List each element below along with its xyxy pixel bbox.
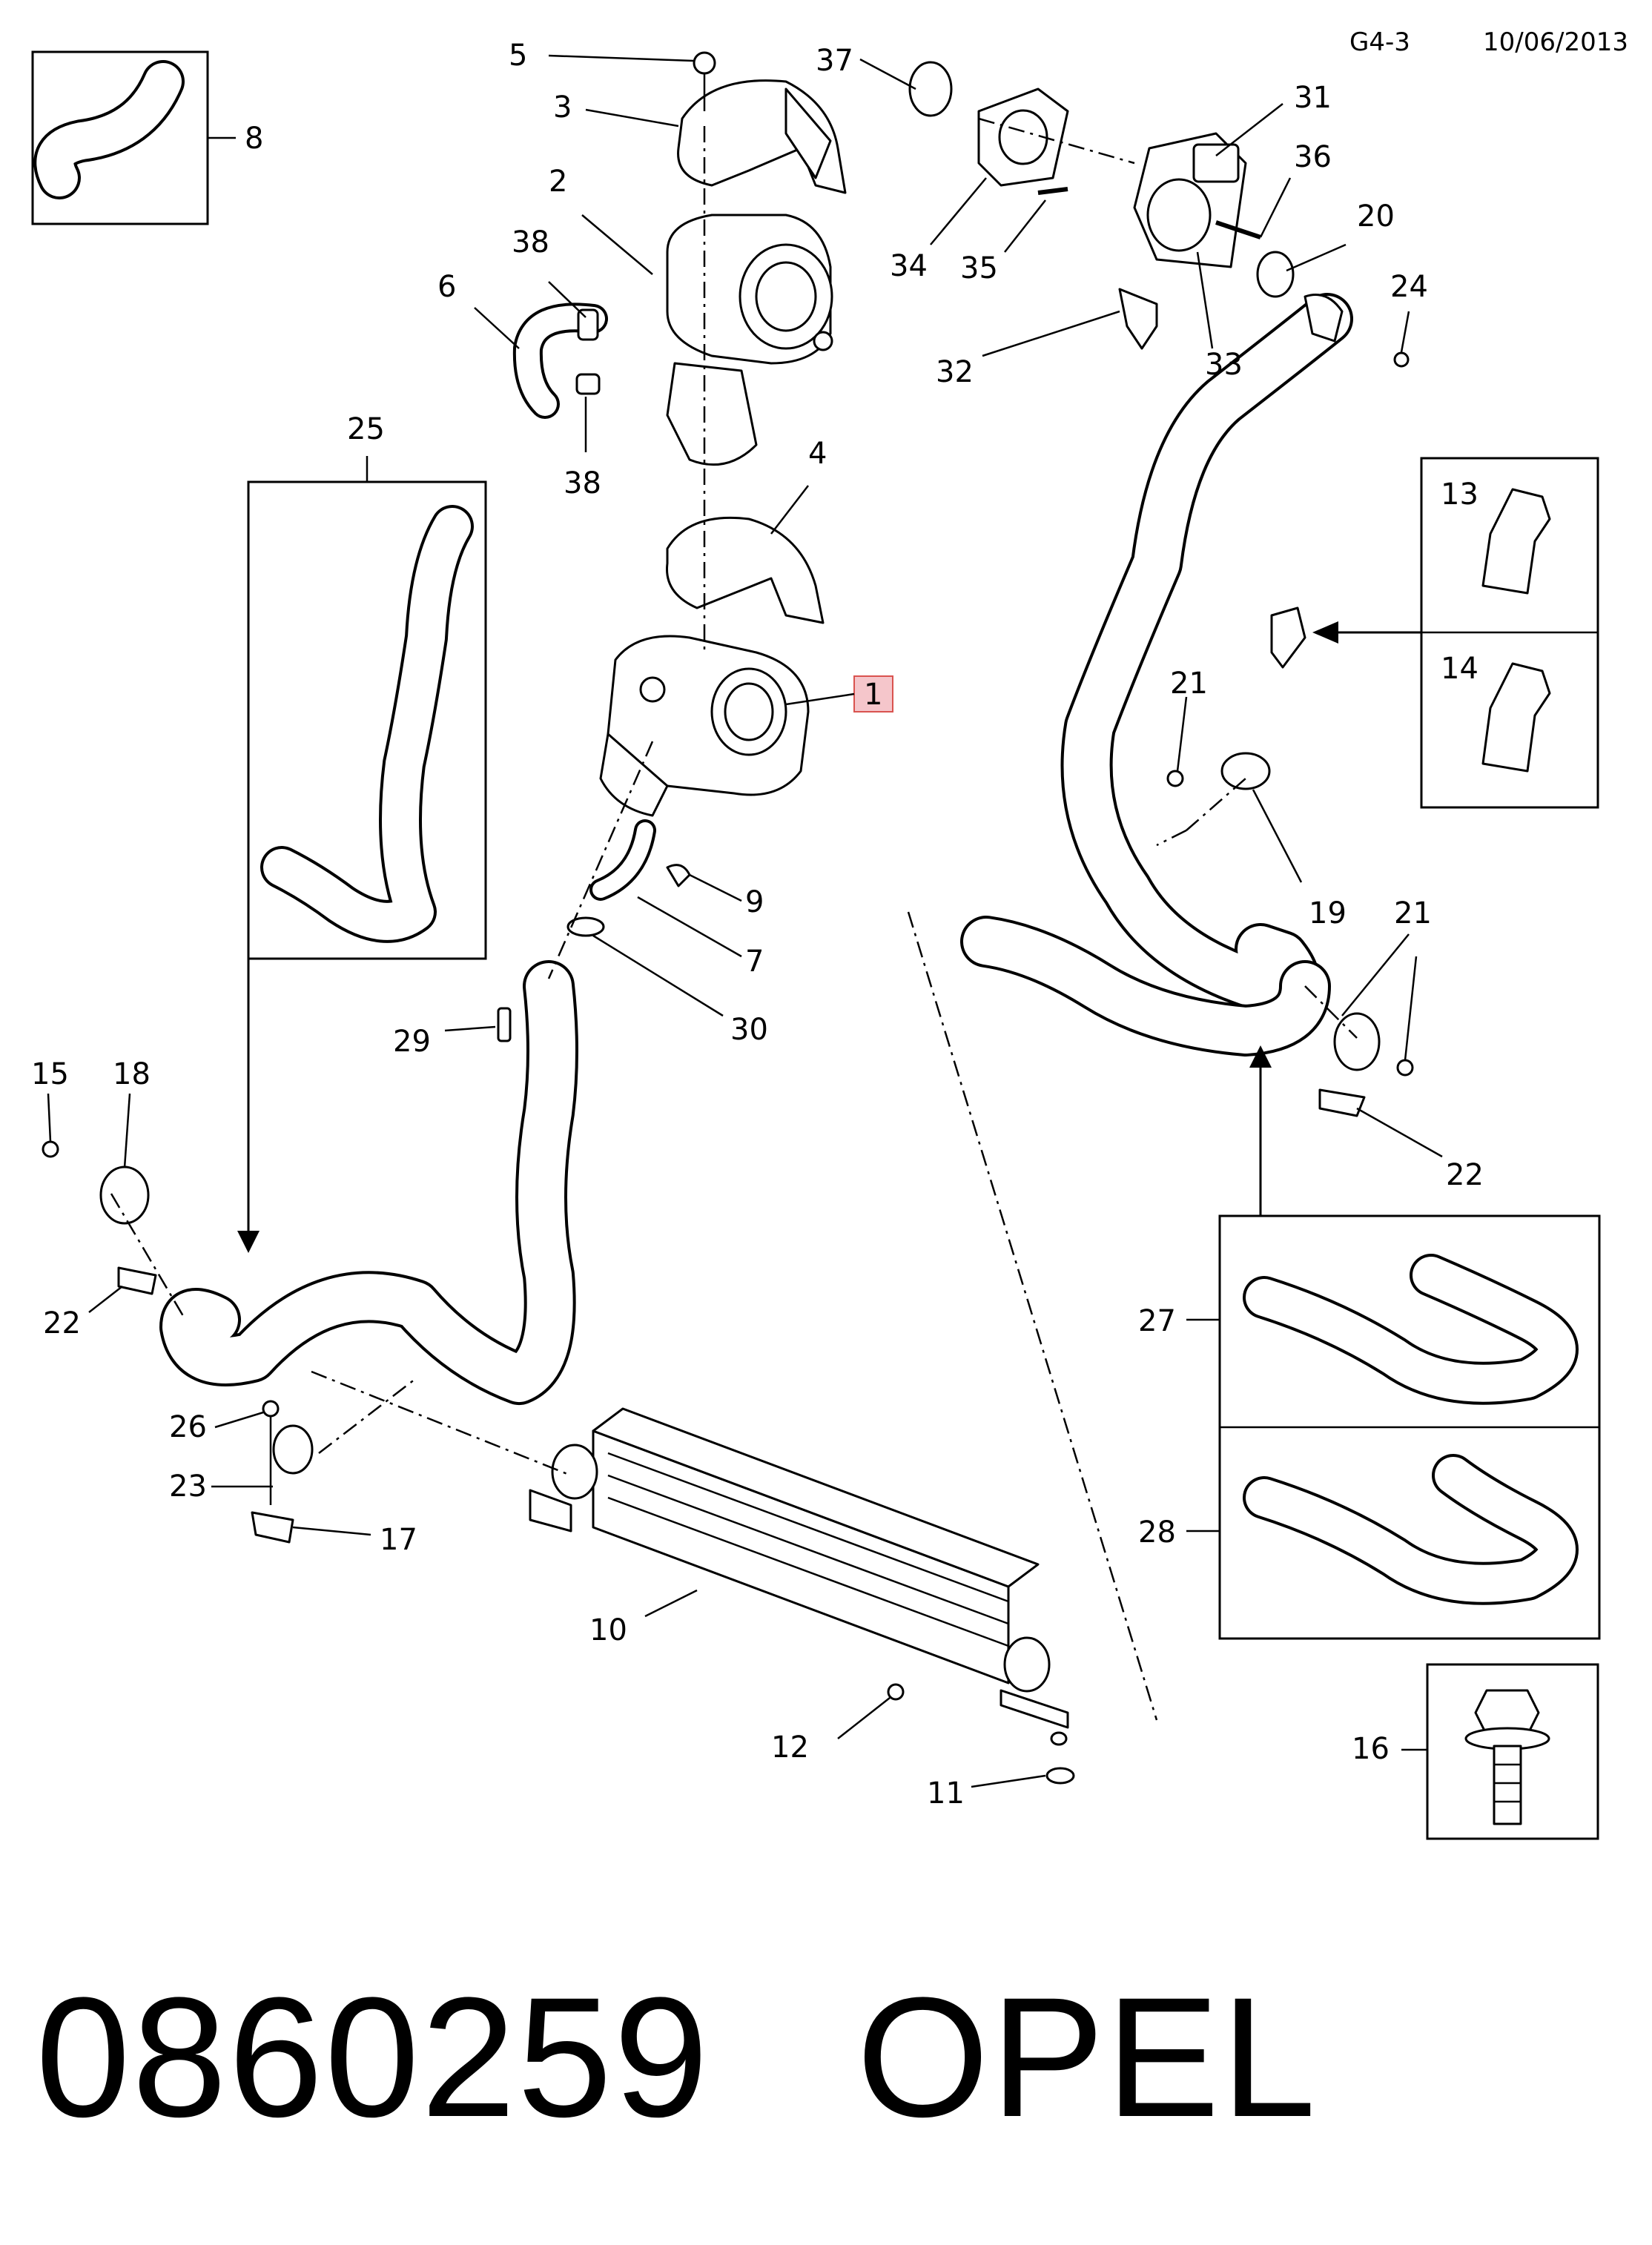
callout-22-left: 22 bbox=[43, 1306, 81, 1340]
bolt-35 bbox=[1037, 187, 1068, 195]
callout-22-right: 22 bbox=[1446, 1158, 1484, 1192]
turbocharger-1 bbox=[599, 635, 810, 817]
callout-6: 6 bbox=[437, 270, 456, 304]
callout-29: 29 bbox=[393, 1025, 431, 1059]
bolt-24 bbox=[1393, 351, 1410, 368]
callout-36: 36 bbox=[1294, 140, 1332, 174]
gasket-20 bbox=[1256, 251, 1295, 298]
callout-5: 5 bbox=[509, 39, 527, 73]
gasket-37 bbox=[908, 61, 953, 117]
callout-20: 20 bbox=[1357, 199, 1395, 234]
callout-3: 3 bbox=[553, 90, 572, 125]
turbocharger-2 bbox=[666, 214, 833, 466]
brand-name: OPEL bbox=[856, 1962, 1318, 2152]
callout-34: 34 bbox=[890, 249, 928, 283]
callout-18: 18 bbox=[113, 1057, 151, 1091]
adapter-34 bbox=[977, 87, 1069, 187]
bolt-5 bbox=[693, 51, 716, 111]
bolt-15 bbox=[42, 1140, 59, 1158]
inset-bolt-16 bbox=[1401, 1663, 1599, 1840]
hose-lower-right bbox=[960, 916, 1331, 1057]
clamp-9 bbox=[666, 864, 691, 887]
pipe-7 bbox=[589, 819, 656, 901]
grommet-11 bbox=[1045, 1731, 1075, 1785]
bracket-near-21 bbox=[1270, 606, 1306, 669]
clamp-38-upper bbox=[577, 308, 599, 341]
callout-38-upper: 38 bbox=[512, 225, 549, 259]
part-number: 0860259 bbox=[36, 1962, 710, 2152]
inset-hose-25 bbox=[237, 456, 487, 1253]
heat-shield-3 bbox=[677, 79, 847, 194]
clamp-19 bbox=[1220, 752, 1271, 790]
bracket-22r bbox=[1318, 1088, 1366, 1117]
heat-shield-4 bbox=[666, 516, 825, 624]
callout-31: 31 bbox=[1294, 81, 1332, 115]
clamp-18r bbox=[1333, 1012, 1381, 1071]
callout-21-upper: 21 bbox=[1170, 667, 1208, 701]
callout-11: 11 bbox=[927, 1776, 965, 1811]
intercooler-10 bbox=[529, 1407, 1069, 1729]
callout-9: 9 bbox=[745, 885, 764, 919]
bolt-29 bbox=[497, 1007, 512, 1042]
callout-32: 32 bbox=[936, 355, 974, 389]
part-number-footer: 0860259 OPEL bbox=[36, 1972, 1318, 2143]
callout-21-lower: 21 bbox=[1394, 896, 1432, 930]
bolt-21b bbox=[1396, 1059, 1414, 1077]
dashed-connectors bbox=[110, 117, 1358, 1721]
callout-4: 4 bbox=[808, 437, 827, 471]
bracket-32 bbox=[1118, 288, 1158, 350]
callout-1: 1 bbox=[864, 678, 882, 712]
callout-16: 16 bbox=[1352, 1732, 1390, 1766]
callout-33: 33 bbox=[1205, 348, 1243, 382]
bracket-17 bbox=[251, 1511, 294, 1544]
callout-numbers: 5 3 2 38 6 38 4 1 9 7 30 29 25 8 37 34 3… bbox=[31, 39, 1484, 1811]
callout-27: 27 bbox=[1138, 1304, 1176, 1338]
callout-26: 26 bbox=[169, 1410, 207, 1444]
clamp-38-lower bbox=[575, 373, 601, 395]
throttle-body-31 bbox=[1133, 132, 1247, 268]
callout-37: 37 bbox=[816, 44, 853, 78]
gasket-30 bbox=[566, 916, 605, 937]
callout-13: 13 bbox=[1441, 477, 1478, 512]
callout-23: 23 bbox=[169, 1469, 207, 1504]
leader-lines bbox=[47, 54, 1443, 1788]
hose-19 bbox=[1060, 293, 1353, 1014]
callout-14: 14 bbox=[1441, 652, 1478, 686]
bolt-12 bbox=[887, 1683, 905, 1701]
callout-17: 17 bbox=[380, 1523, 417, 1557]
diagram-date: 10/06/2013 bbox=[1483, 27, 1628, 57]
callout-24: 24 bbox=[1390, 270, 1428, 304]
bolt-21a bbox=[1166, 770, 1184, 787]
inset-hose-8 bbox=[31, 50, 236, 225]
highlight-box-part-1 bbox=[853, 675, 893, 712]
bolt-26 bbox=[262, 1400, 280, 1505]
bolt-36 bbox=[1215, 220, 1261, 239]
callout-15: 15 bbox=[31, 1057, 69, 1091]
callout-12: 12 bbox=[771, 1730, 809, 1765]
callout-38-lower: 38 bbox=[564, 466, 601, 500]
clamp-23 bbox=[272, 1424, 314, 1475]
callout-28: 28 bbox=[1138, 1515, 1176, 1550]
hose-6 bbox=[512, 302, 608, 419]
callout-30: 30 bbox=[730, 1013, 768, 1047]
inset-hoses-27-28 bbox=[1218, 1045, 1601, 1640]
callout-25: 25 bbox=[347, 412, 385, 446]
callout-19: 19 bbox=[1309, 896, 1347, 930]
callout-8: 8 bbox=[245, 122, 263, 156]
callout-35: 35 bbox=[960, 251, 998, 285]
page-code: G4-3 bbox=[1349, 27, 1410, 57]
callout-10: 10 bbox=[589, 1613, 627, 1647]
callout-2: 2 bbox=[549, 165, 567, 199]
callout-7: 7 bbox=[745, 945, 764, 979]
hose-main-lower-left bbox=[159, 960, 578, 1405]
inset-brackets-13-14 bbox=[1312, 457, 1599, 809]
bracket-22l bbox=[117, 1266, 157, 1295]
